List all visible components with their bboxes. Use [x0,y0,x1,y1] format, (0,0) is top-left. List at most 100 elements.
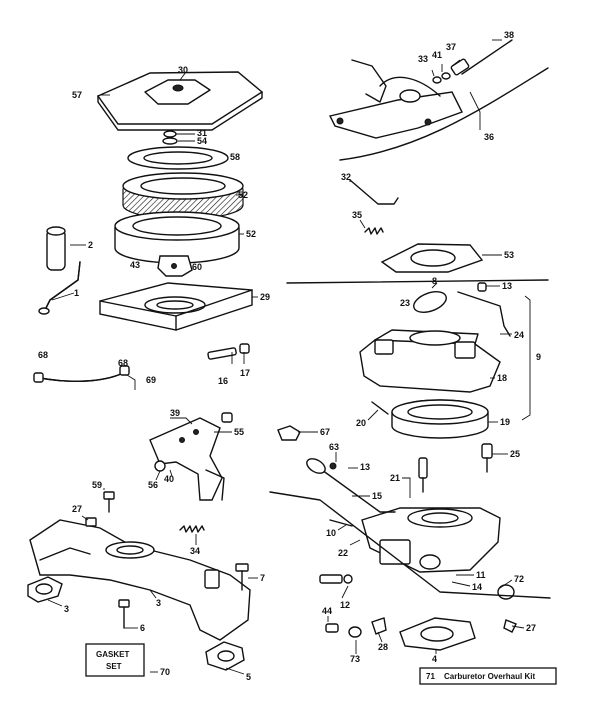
callout-73: 73 [350,654,360,664]
callout-leaders [47,39,531,675]
callout-31: 31 [197,128,207,138]
carburetor-upper-body [359,329,501,393]
float [418,457,428,493]
callout-52-upper: 52 [238,190,248,200]
callout-63: 63 [329,442,339,452]
callout-6: 6 [140,623,145,633]
carburetor-base-line [269,491,551,599]
gasket-set-line1: GASKET [96,650,129,659]
callout-60: 60 [192,262,202,272]
callout-36: 36 [484,132,494,142]
callout-1: 1 [74,288,79,298]
air-cleaner-base [99,282,253,331]
manifold-bolt-7 [235,563,249,591]
choke-shaft [457,291,511,337]
callout-28: 28 [378,642,388,652]
fuel-fitting [277,425,301,441]
callout-34: 34 [190,546,200,556]
base-screw [207,343,250,360]
welch-plug [497,584,515,600]
governor-screw-55 [221,412,233,423]
callout-12: 12 [340,600,350,610]
float-bowl [391,399,489,439]
callout-labels: 30 57 31 54 58 52 52 2 43 60 1 29 68 68 … [38,30,541,682]
section-divider-right [286,279,549,284]
callout-52-lower: 52 [246,229,256,239]
callout-27-left: 27 [72,504,82,514]
pre-cleaner-upper [122,172,244,220]
callout-58: 58 [230,152,240,162]
fuel-line [33,365,130,383]
callout-11: 11 [476,570,486,580]
idle-screw-head [329,462,337,470]
overhaul-kit-number: 71 [426,672,435,681]
callout-17: 17 [240,368,250,378]
callout-7: 7 [260,573,265,583]
gasket-set-box: GASKET SET [85,643,145,677]
callout-15: 15 [372,491,382,501]
callout-10: 10 [326,528,336,538]
callout-2: 2 [88,240,93,250]
throttle-lever [306,458,326,474]
carburetor-mount-gasket [399,617,476,651]
callout-27-right: 27 [526,623,536,633]
choke-plate [413,291,447,313]
callout-54: 54 [197,136,207,146]
callout-56: 56 [148,480,158,490]
callout-68-left: 68 [38,350,48,360]
callout-53: 53 [504,250,514,260]
manifold-gasket-left [27,576,63,603]
air-cleaner-cover [96,71,264,131]
callout-3-left: 3 [64,604,69,614]
overhaul-kit-text: Carburetor Overhaul Kit [444,672,535,681]
callout-18: 18 [497,373,507,383]
callout-39: 39 [170,408,180,418]
callout-14: 14 [472,582,482,592]
manifold-bolt-27 [85,517,97,527]
mount-screw-right [503,619,517,633]
callout-13-top: 13 [502,281,512,291]
callout-69: 69 [146,375,156,385]
callout-38: 38 [504,30,514,40]
callout-21: 21 [390,473,400,483]
intake-manifold [29,519,251,641]
callout-59: 59 [92,480,102,490]
callout-22: 22 [338,548,348,558]
callout-33: 33 [418,54,428,64]
air-cleaner-bracket [157,255,193,277]
callout-9: 9 [536,352,541,362]
section-divider-top [339,67,549,161]
gasket-set-line2: SET [106,662,122,671]
callout-8: 8 [432,276,437,286]
callout-57: 57 [72,90,82,100]
throttle-spring [179,525,205,533]
callout-3-mid: 3 [156,598,161,608]
callout-20: 20 [356,418,366,428]
overhaul-kit-box: 71 Carburetor Overhaul Kit [419,667,557,685]
callout-30: 30 [178,65,188,75]
callout-4: 4 [432,654,437,664]
manifold-bolt-6 [118,599,130,629]
callout-29: 29 [260,292,270,302]
bowl-screw [481,443,493,473]
control-bracket [328,59,463,139]
callout-72: 72 [514,574,524,584]
callout-44: 44 [322,606,332,616]
governor-spring [349,179,399,235]
pre-cleaner-lower [114,211,240,264]
callout-35: 35 [352,210,362,220]
carburetor-gasket-top [380,243,484,273]
callout-13-mid: 13 [360,462,370,472]
callout-70: 70 [160,667,170,677]
choke-cable-fitting [432,39,513,84]
callout-16: 16 [218,376,228,386]
callout-24: 24 [514,330,524,340]
throttle-shaft [321,469,396,513]
choke-shaft-screw [477,282,487,292]
callout-32: 32 [341,172,351,182]
callout-19: 19 [500,417,510,427]
manifold-bolt-59 [103,491,115,513]
filter-element [127,146,229,170]
carburetor-lower-body [361,507,501,573]
manifold-gasket-right [205,641,245,671]
